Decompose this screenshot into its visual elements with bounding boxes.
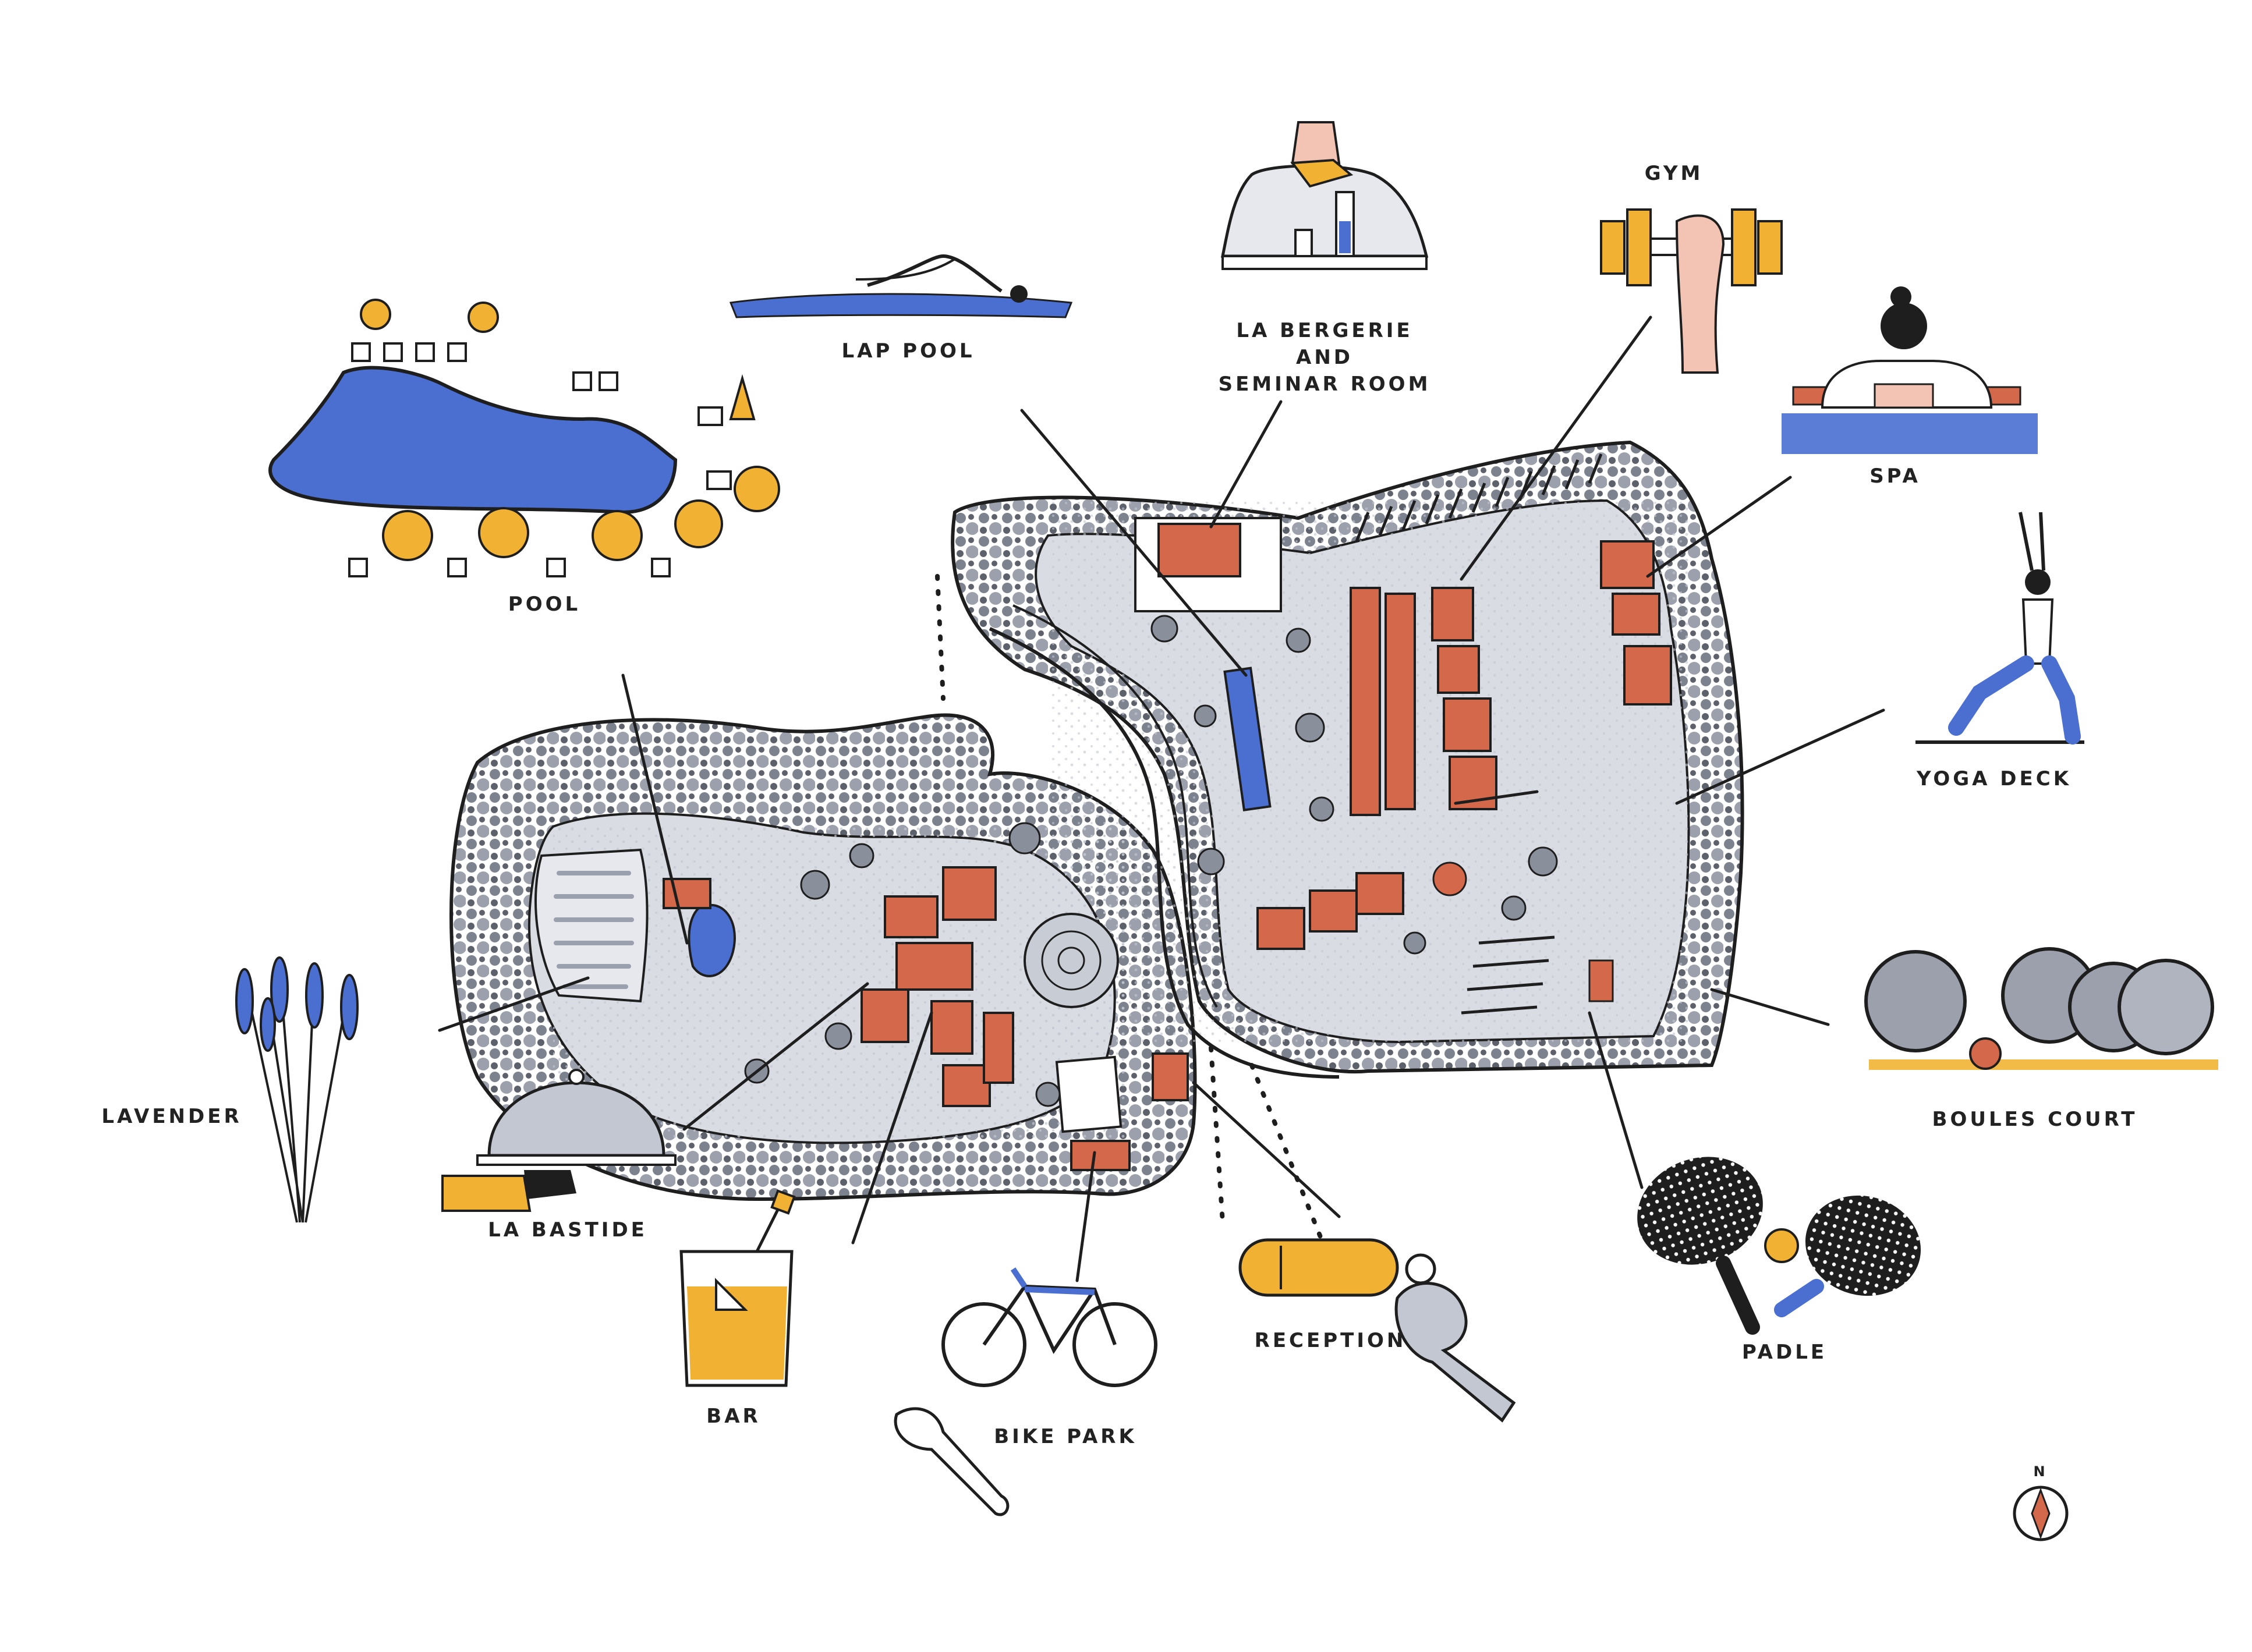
label-la-bastide: LA BASTIDE	[488, 1218, 647, 1242]
padel-rackets-icon	[1637, 1157, 1921, 1335]
label-lap-pool: LAP POOL	[841, 339, 975, 363]
lap-pool-basin	[1223, 667, 1272, 811]
spa-bather-icon	[1782, 286, 2038, 454]
label-yoga-deck: YOGA DECK	[1916, 767, 2072, 790]
label-compass-n: N	[2033, 1463, 2048, 1480]
label-pool: POOL	[508, 593, 581, 616]
bicycle-icon	[941, 1267, 1157, 1387]
site-plan	[449, 440, 1744, 1242]
wrench-icon	[894, 1407, 1010, 1516]
label-la-bergerie-line2: AND	[1296, 346, 1353, 369]
cocktail-glass-icon	[679, 1189, 796, 1387]
label-lavender: LAVENDER	[101, 1105, 242, 1128]
waiter-icon	[1220, 121, 1429, 270]
label-padle: PADLE	[1741, 1341, 1828, 1364]
swimmer-icon	[729, 254, 1073, 318]
access-road	[989, 627, 1340, 1079]
leader-lines	[438, 315, 1885, 1282]
villa-pool	[688, 903, 736, 977]
pool-with-umbrellas-icon	[268, 299, 780, 577]
label-bar: BAR	[706, 1405, 761, 1428]
label-la-bergerie-line1: LA BERGERIE	[1236, 319, 1413, 342]
label-boules-court: BOULES COURT	[1932, 1108, 2138, 1131]
lavender-bunch-icon	[235, 956, 359, 1223]
label-reception: RECEPTION	[1254, 1329, 1407, 1352]
cloche-tray-icon	[441, 1069, 677, 1212]
label-la-bergerie: LA BERGERIE AND SEMINAR ROOM	[1219, 317, 1431, 398]
label-spa: SPA	[1869, 465, 1921, 488]
label-bike-park: BIKE PARK	[994, 1425, 1137, 1448]
yoga-pose-icon	[1915, 512, 2084, 745]
compass-icon	[2013, 1486, 2069, 1541]
boules-balls-icon	[1864, 947, 2218, 1070]
label-la-bergerie-line3: SEMINAR ROOM	[1218, 373, 1431, 396]
key-fob-icon	[1238, 1238, 1516, 1423]
label-gym: GYM	[1644, 162, 1704, 185]
lavender-field	[534, 848, 649, 1003]
dumbbell-icon	[1600, 208, 1783, 374]
